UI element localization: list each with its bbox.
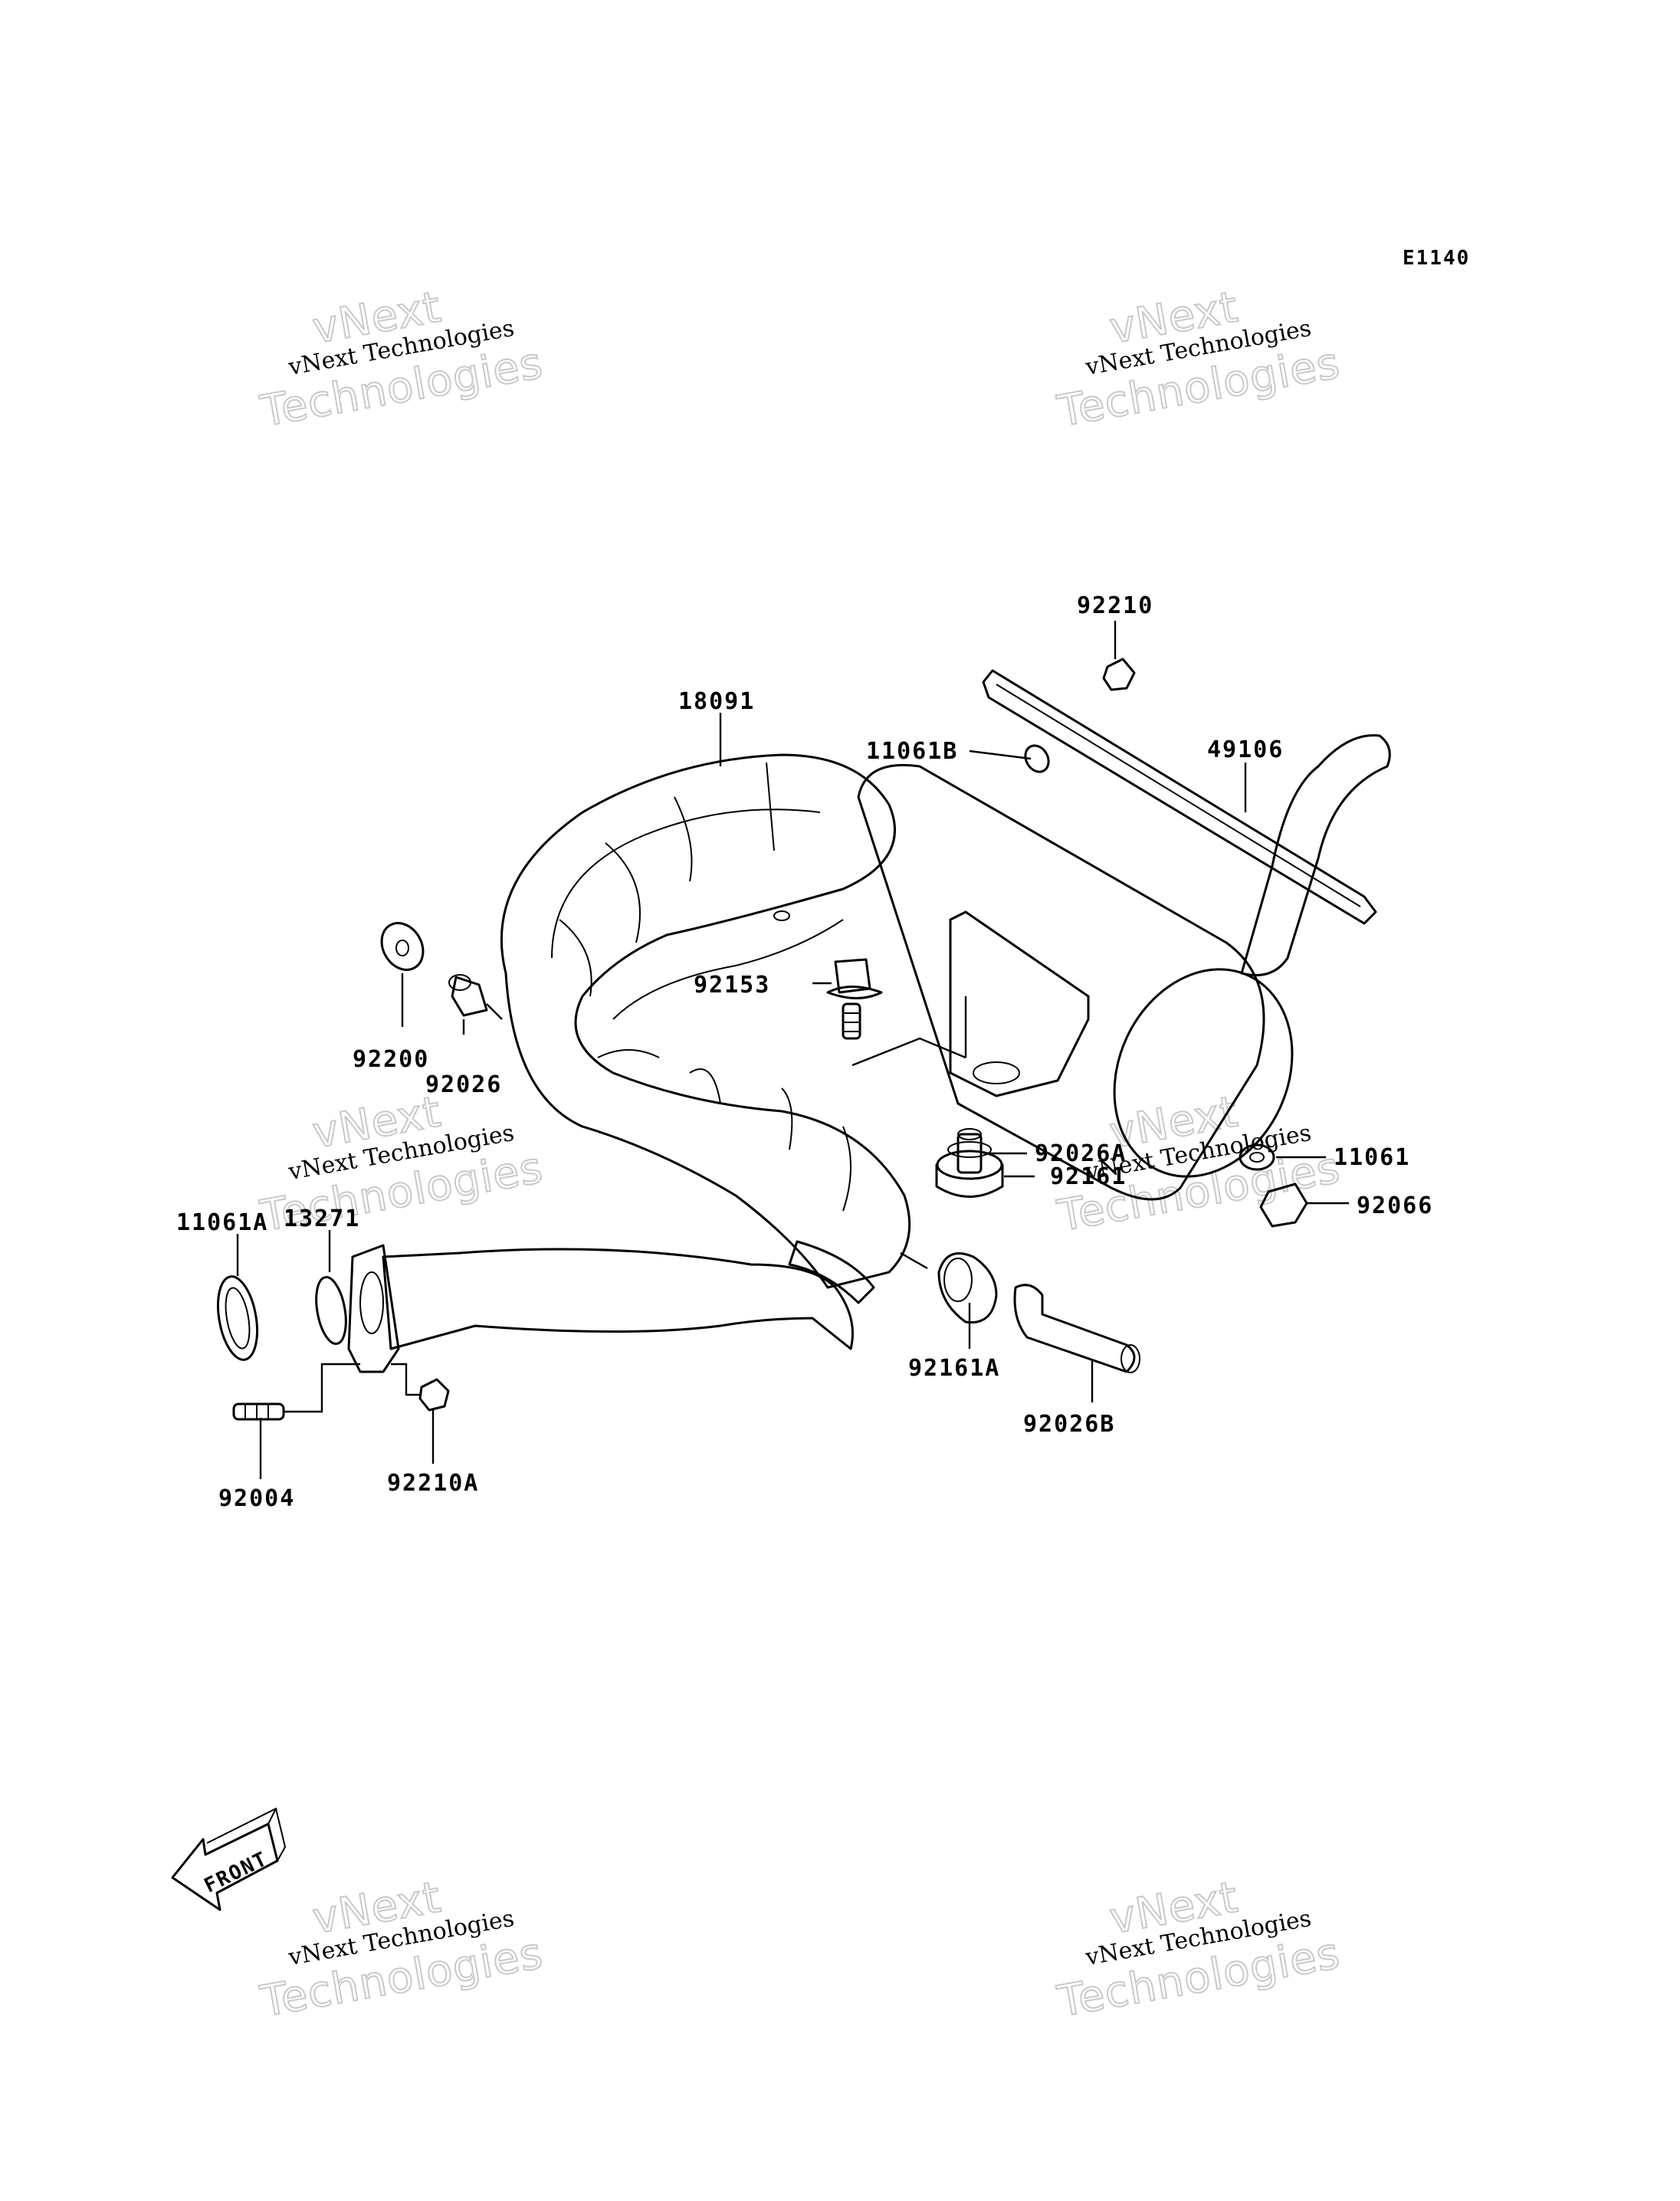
nut-92210a[interactable]: [418, 1378, 450, 1412]
collar-92026[interactable]: [448, 974, 488, 1017]
label-11061[interactable]: 11061: [1334, 1144, 1410, 1171]
label-92210a[interactable]: 92210A: [387, 1470, 479, 1497]
exhaust-chamber-18091[interactable]: [500, 753, 911, 1289]
label-11061b[interactable]: 11061B: [866, 738, 958, 765]
collar-92026b[interactable]: [1013, 1284, 1140, 1373]
label-49106[interactable]: 49106: [1207, 736, 1284, 763]
grommet-92161[interactable]: [935, 1141, 1004, 1198]
nut-92210[interactable]: [1102, 658, 1136, 691]
label-92161[interactable]: 92161: [1050, 1163, 1127, 1190]
label-92026b[interactable]: 92026B: [1023, 1411, 1115, 1438]
watermark-top-right: vNext vNext Technologies Technologies: [1053, 281, 1344, 438]
label-92153[interactable]: 92153: [694, 972, 770, 999]
label-92161a[interactable]: 92161A: [908, 1355, 1000, 1382]
stud-92004[interactable]: [232, 1402, 285, 1421]
label-92200[interactable]: 92200: [353, 1046, 429, 1073]
label-13271[interactable]: 13271: [284, 1205, 360, 1232]
washer-11061[interactable]: [1239, 1143, 1275, 1171]
washer-11061b[interactable]: [1021, 741, 1053, 776]
watermark-bottom-right: vNext vNext Technologies Technologies: [1053, 1871, 1344, 2028]
head-pipe[interactable]: [382, 1240, 875, 1350]
label-92026a[interactable]: 92026A: [1035, 1140, 1127, 1167]
label-92004[interactable]: 92004: [218, 1485, 295, 1512]
front-label: FRONT: [201, 1848, 271, 1898]
label-92066[interactable]: 92066: [1357, 1192, 1433, 1219]
flange-13271[interactable]: [347, 1244, 400, 1373]
diagram-code: E1140: [1403, 247, 1470, 270]
bolt-92153[interactable]: [826, 958, 883, 1040]
grommet-92161a[interactable]: [937, 1252, 998, 1324]
watermark-bottom-left: vNext vNext Technologies Technologies: [256, 1871, 547, 2028]
collar-92026a[interactable]: [956, 1128, 983, 1174]
label-18091[interactable]: 18091: [678, 688, 755, 715]
silencer-body-18091[interactable]: [857, 734, 1391, 1206]
leader-lines: [236, 621, 1349, 1479]
washer-92200[interactable]: [373, 916, 431, 977]
watermark-top-left: vNext vNext Technologies Technologies: [256, 281, 547, 438]
label-92026[interactable]: 92026: [425, 1071, 502, 1098]
nut-92066[interactable]: [1259, 1183, 1308, 1228]
label-92210[interactable]: 92210: [1077, 592, 1153, 619]
gasket-11061a[interactable]: [212, 1274, 263, 1363]
heat-guard-49106[interactable]: [982, 669, 1377, 925]
front-direction-arrow: FRONT: [171, 1807, 287, 1911]
label-11061a[interactable]: 11061A: [176, 1209, 268, 1236]
part-labels: 92210 18091 11061B 49106 92153 92200 920…: [176, 592, 1433, 1512]
gasket-13271[interactable]: [312, 1275, 351, 1347]
